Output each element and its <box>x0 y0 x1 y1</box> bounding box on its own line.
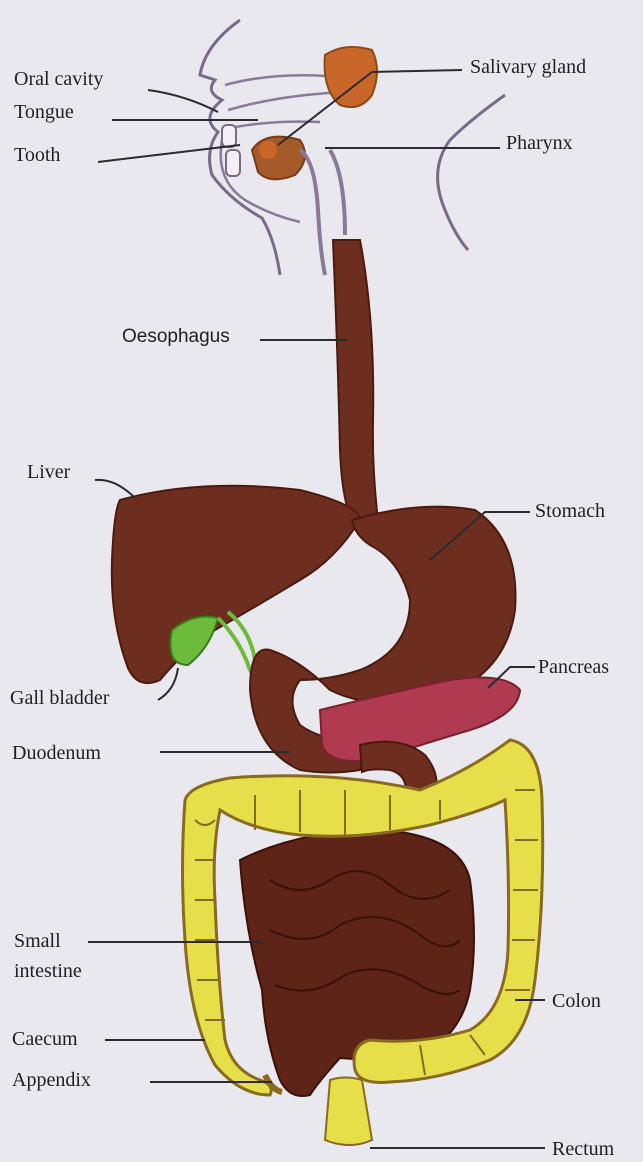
leader-salivary-gland <box>372 70 462 72</box>
label-pharynx: Pharynx <box>506 132 573 154</box>
rectum-shape <box>325 1078 372 1146</box>
label-rectum: Rectum <box>552 1138 614 1160</box>
label-salivary-gland: Salivary gland <box>470 56 586 78</box>
leader-liver <box>95 480 135 498</box>
label-oesophagus: Oesophagus <box>122 326 230 348</box>
label-duodenum: Duodenum <box>12 742 101 764</box>
label-colon: Colon <box>552 990 601 1012</box>
label-tooth: Tooth <box>14 144 60 166</box>
label-pancreas: Pancreas <box>538 656 609 678</box>
leader-tooth <box>98 145 240 162</box>
oesophagus-shape <box>333 240 378 520</box>
tooth-shape <box>222 125 236 147</box>
leader-salivary-gland-2 <box>278 72 372 145</box>
leader-oral-cavity <box>148 90 218 112</box>
tooth-shape <box>226 150 240 176</box>
label-gall-bladder: Gall bladder <box>10 687 109 709</box>
label-tongue: Tongue <box>14 101 74 123</box>
label-small-intestine-line1: Small <box>14 930 61 952</box>
label-liver: Liver <box>27 461 70 483</box>
label-stomach: Stomach <box>535 500 605 522</box>
tongue-shape <box>252 137 305 180</box>
label-small-intestine-line2: intestine <box>14 960 82 982</box>
label-appendix: Appendix <box>12 1069 91 1091</box>
label-caecum: Caecum <box>12 1028 78 1050</box>
label-oral-cavity: Oral cavity <box>14 68 103 90</box>
salivary-gland-shape <box>325 47 377 107</box>
back-of-head <box>438 95 505 250</box>
liver-shape <box>112 486 360 683</box>
salivary-gland-shape <box>259 141 277 159</box>
